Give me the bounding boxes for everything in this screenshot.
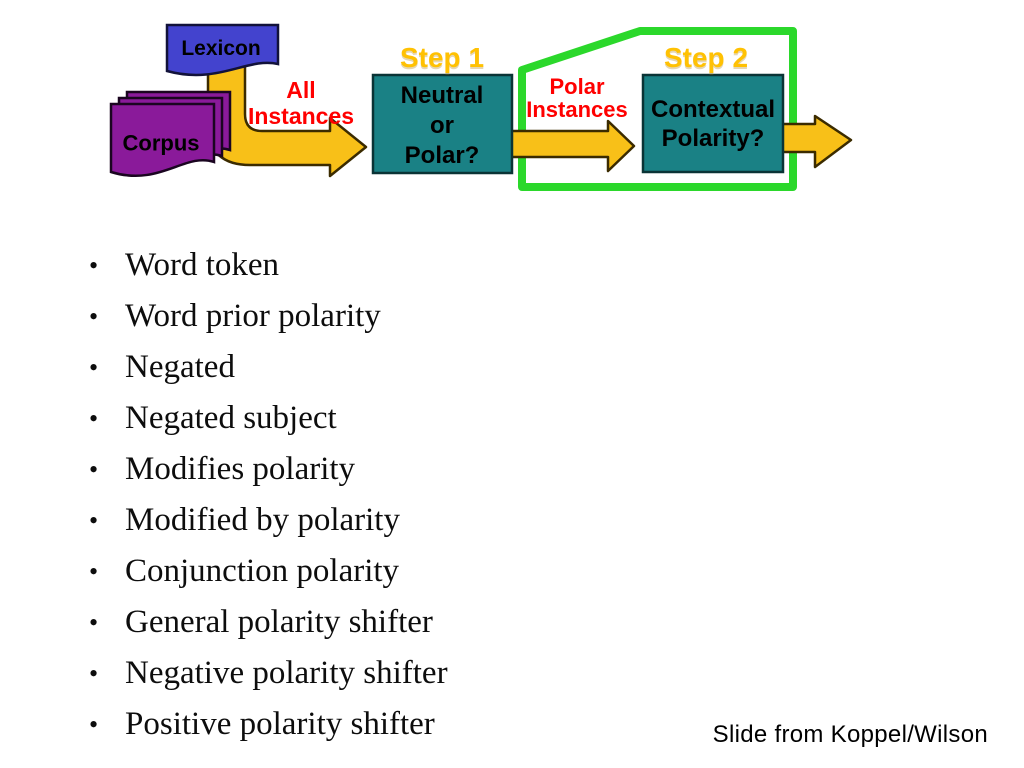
list-item: • Conjunction polarity xyxy=(85,546,448,597)
neutral-or-polar-box xyxy=(371,73,514,175)
box1-line2: or xyxy=(430,112,454,139)
list-item-text: Word token xyxy=(125,247,280,283)
list-item-text: Negative polarity shifter xyxy=(125,655,448,691)
list-item: • General polarity shifter xyxy=(85,597,448,648)
list-item-text: Conjunction polarity xyxy=(125,553,400,589)
bullet-icon: • xyxy=(89,607,99,637)
box2-line2: Polarity? xyxy=(661,125,765,152)
list-item: • Modified by polarity xyxy=(85,495,448,546)
bullet-icon: • xyxy=(89,658,99,688)
step1-label: Step 1 xyxy=(399,41,485,73)
bullet-icon: • xyxy=(89,301,99,331)
lexicon-label: Lexicon xyxy=(181,36,261,60)
bullet-icon: • xyxy=(89,352,99,382)
list-item-text: Word prior polarity xyxy=(125,298,381,334)
list-item-text: Modified by polarity xyxy=(125,502,400,538)
bullet-icon: • xyxy=(89,454,99,484)
lexicon-doc xyxy=(165,23,280,77)
list-item: • Word token xyxy=(85,240,448,291)
step2-highlight-outline xyxy=(518,27,797,191)
bullet-icon: • xyxy=(89,250,99,280)
list-item-text: Modifies polarity xyxy=(125,451,356,487)
all-instances-label: All Instances xyxy=(248,77,354,129)
list-item-text: Negated subject xyxy=(125,400,337,436)
flow-diagram xyxy=(109,23,853,191)
corpus-label: Corpus xyxy=(122,130,200,156)
list-item-text: Positive polarity shifter xyxy=(125,706,435,742)
polar-instances-label: Polar Instances xyxy=(526,75,628,121)
polar-instances-line2: Instances xyxy=(526,97,628,122)
polar-instances-line1: Polar xyxy=(549,74,605,99)
list-item: • Negated subject xyxy=(85,393,448,444)
list-item: • Positive polarity shifter xyxy=(85,699,448,750)
list-item: • Negative polarity shifter xyxy=(85,648,448,699)
bullet-icon: • xyxy=(89,556,99,586)
list-item: • Negated xyxy=(85,342,448,393)
bullet-icon: • xyxy=(89,505,99,535)
corpus-doc-front xyxy=(109,102,216,178)
neutral-or-polar-label: Neutral or Polar? xyxy=(401,81,484,171)
list-item: • Modifies polarity xyxy=(85,444,448,495)
step2-label: Step 2 xyxy=(663,41,749,73)
contextual-polarity-label: Contextual Polarity? xyxy=(651,95,775,153)
slide-credit: Slide from Koppel/Wilson xyxy=(712,721,988,748)
contextual-polarity-box xyxy=(641,73,785,174)
box1-line3: Polar? xyxy=(404,142,480,169)
output-arrow xyxy=(780,114,853,169)
box2-line1: Contextual xyxy=(650,96,776,123)
box1-line1: Neutral xyxy=(400,82,484,109)
all-instances-line1: All xyxy=(286,77,316,103)
list-item-text: Negated xyxy=(125,349,235,385)
bullet-icon: • xyxy=(89,403,99,433)
all-instances-line2: Instances xyxy=(247,103,355,129)
list-item-text: General polarity shifter xyxy=(125,604,433,640)
feature-list: • Word token • Word prior polarity • Negate… xyxy=(85,240,448,750)
list-item: • Word prior polarity xyxy=(85,291,448,342)
bullet-icon: • xyxy=(89,709,99,739)
